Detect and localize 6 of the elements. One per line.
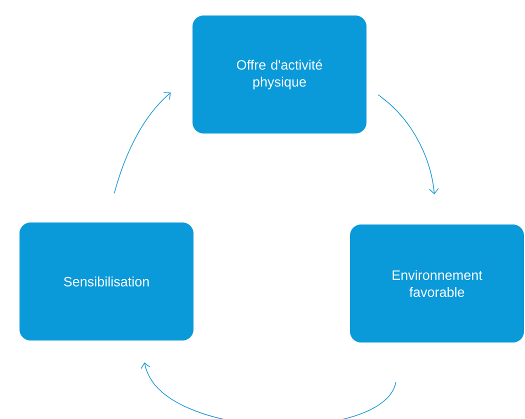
arrow	[378, 94, 439, 194]
arrow	[140, 362, 396, 419]
process-box: Offre d'activité physique	[192, 16, 366, 134]
process-box: Sensibilisation	[20, 222, 194, 340]
process-box: Environnement favorable	[350, 224, 524, 342]
arrow	[114, 92, 171, 194]
